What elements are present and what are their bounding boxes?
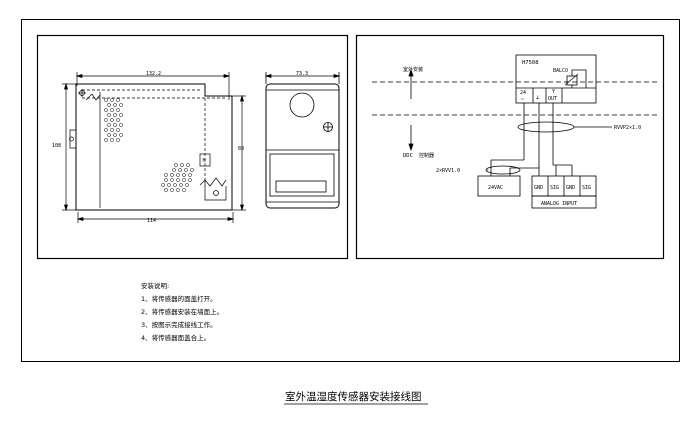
vent-hole (119, 133, 123, 137)
vent-hole (116, 98, 120, 102)
vent-hole (179, 183, 183, 187)
vent-hole (164, 173, 168, 177)
terminal-24: 24 (520, 90, 526, 96)
vent-hole (116, 108, 120, 112)
vent-hole (104, 128, 108, 132)
vent-hole (116, 138, 120, 142)
vent-hole (119, 103, 123, 107)
vent-hole (164, 188, 168, 192)
vent-hole (107, 113, 111, 117)
vent-hole (184, 168, 188, 172)
front-view (62, 72, 246, 223)
note-item-2: 2、将传感器安装在墙面上。 (141, 307, 223, 316)
cable-2xrvv: 2×RVV1.0 (436, 168, 460, 174)
vent-hole (176, 173, 180, 177)
vent-hole (104, 118, 108, 122)
dim-width-label: 132.2 (146, 71, 161, 77)
cable-rvvp: RVVP2×1.0 (614, 125, 641, 131)
outer-frame (21, 19, 680, 362)
dim-bottom-label: 114 (147, 218, 156, 224)
vent-hole (172, 168, 176, 172)
vent-hole (104, 138, 108, 142)
vent-hole (170, 178, 174, 182)
vent-hole (170, 188, 174, 192)
vent-hole (167, 183, 171, 187)
vent-hole (119, 113, 123, 117)
dim-right-height-label: 89 (238, 146, 244, 152)
vent-hole (104, 108, 108, 112)
note-item-4: 4、将传感器面盖合上。 (141, 333, 210, 342)
vent-hole (107, 133, 111, 137)
terminal-tilde: ~ (521, 97, 524, 103)
balco-label: BALCO (553, 68, 568, 74)
terminal-ground: ⊥ (536, 95, 540, 101)
input-sig-2: SIG (582, 185, 591, 191)
dim-side-width-label: 73.3 (296, 71, 308, 77)
analog-input-label: ANALOG INPUT (541, 201, 577, 207)
vent-hole (164, 178, 168, 182)
wiring-panel-frame (355, 34, 665, 260)
vent-hole (185, 183, 189, 187)
vent-hole (110, 98, 114, 102)
input-gnd-1: GND (534, 185, 543, 191)
vent-hole (113, 123, 117, 127)
vent-hole (173, 183, 177, 187)
vent-hole (110, 138, 114, 142)
vent-hole (182, 188, 186, 192)
input-gnd-2: GND (566, 185, 575, 191)
vent-hole (170, 173, 174, 177)
vent-hole (178, 168, 182, 172)
label-ddc-prefix: DDC (403, 153, 413, 159)
vent-hole (188, 178, 192, 182)
vent-hole (110, 128, 114, 132)
vent-hole (180, 163, 184, 167)
vent-hole (113, 103, 117, 107)
vent-hole (116, 128, 120, 132)
drawing-caption: 室外温湿度传感器安装接线图 (285, 390, 422, 403)
vent-hole (113, 113, 117, 117)
vent-hole (176, 178, 180, 182)
vent-hole (107, 123, 111, 127)
notes-title: 安装说明: (141, 281, 169, 290)
label-ddc-suffix: 控制器 (419, 152, 434, 159)
label-outdoor: 室外安装 (403, 66, 423, 73)
vent-hole (119, 123, 123, 127)
vent-hole (104, 98, 108, 102)
vent-hole (110, 118, 114, 122)
vent-holes-bottom (161, 163, 194, 192)
sensor-model: H7508 (522, 60, 539, 66)
vent-hole (190, 168, 194, 172)
vent-hole (186, 163, 190, 167)
supply-24vac: 24VAC (488, 185, 503, 191)
note-item-1: 1、将传感器的面盖打开。 (141, 294, 217, 303)
side-view (264, 72, 341, 209)
vent-hole (161, 183, 165, 187)
note-item-3: 3、按图示完成接线工作。 (141, 320, 217, 329)
wiring-diagram (372, 54, 660, 209)
vent-hole (107, 103, 111, 107)
vent-hole (176, 188, 180, 192)
mark-h-label: H (203, 158, 206, 164)
terminal-out: OUT (548, 96, 557, 102)
vent-hole (116, 118, 120, 122)
terminal-y: Y (552, 89, 555, 95)
dim-height-label: 108 (52, 143, 61, 149)
vent-hole (188, 173, 192, 177)
vent-hole (182, 173, 186, 177)
vent-hole (182, 178, 186, 182)
vent-holes-top (104, 98, 123, 142)
input-sig-1: SIG (550, 185, 559, 191)
vent-hole (174, 163, 178, 167)
vent-hole (110, 108, 114, 112)
dimension-panel-frame (36, 34, 349, 260)
vent-hole (113, 133, 117, 137)
